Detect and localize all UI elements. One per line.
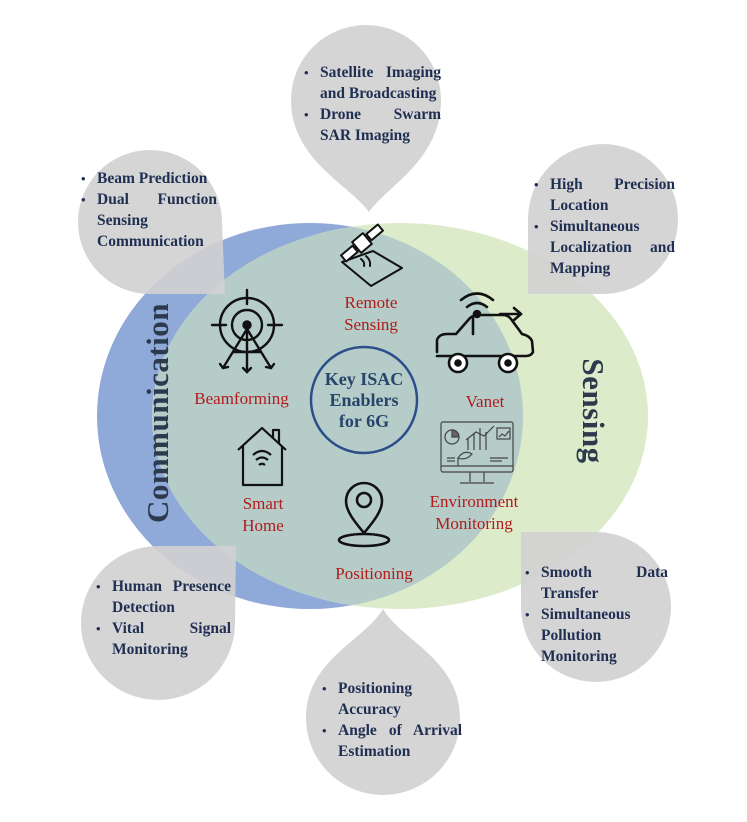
satellite-icon: [340, 223, 403, 287]
beamforming-label: Beamforming: [194, 389, 289, 408]
smart-home-label: Smart Home: [242, 494, 284, 535]
bubble-bottom-list: Positioning Accuracy Angle of Arrival Es…: [320, 678, 462, 762]
vanet-label: Vanet: [465, 392, 505, 411]
positioning-label: Positioning: [335, 564, 413, 583]
list-item: Vital Signal Monitoring: [94, 618, 231, 660]
connected-car-icon: [435, 292, 535, 374]
center-ring: [309, 345, 419, 455]
list-item: Human Presence Detection: [94, 576, 231, 618]
bubble-top-left-list: Beam Prediction Dual Function Sensing Co…: [79, 168, 217, 252]
bubble-bottom-right-list: Smooth Data Transfer Simultaneous Pollut…: [523, 562, 668, 667]
environment-monitoring-label: Environment Monitoring: [429, 492, 519, 533]
bubble-top-right-list: High Precision Location Simultaneous Loc…: [532, 174, 675, 279]
list-item: Dual Function Sensing Communication: [79, 189, 217, 252]
list-item: Satellite Imaging and Broadcasting: [302, 62, 441, 104]
list-item: Smooth Data Transfer: [523, 562, 668, 604]
communication-label: Communication: [140, 302, 175, 524]
list-item: Simultaneous Localization and Mapping: [532, 216, 675, 279]
center-title: Key ISAC Enablers for 6G: [324, 369, 404, 431]
list-item: Angle of Arrival Estimation: [320, 720, 462, 762]
target-antenna-icon: [210, 288, 284, 374]
list-item: Positioning Accuracy: [320, 678, 462, 720]
list-item: High Precision Location: [532, 174, 675, 216]
smart-home-icon: [237, 426, 287, 487]
location-pin-icon: [337, 481, 391, 548]
overlap-region: [152, 223, 523, 609]
list-item: Simultaneous Pollution Monitoring: [523, 604, 668, 667]
remote-sensing-label: Remote Sensing: [344, 293, 398, 334]
bubble-top-list: Satellite Imaging and Broadcasting Drone…: [302, 62, 441, 146]
bubble-bottom-left-list: Human Presence Detection Vital Signal Mo…: [94, 576, 231, 660]
list-item: Drone Swarm SAR Imaging: [302, 104, 441, 146]
analytics-monitor-icon: [440, 421, 514, 484]
list-item: Beam Prediction: [79, 168, 217, 189]
sensing-label: Sensing: [576, 358, 611, 464]
